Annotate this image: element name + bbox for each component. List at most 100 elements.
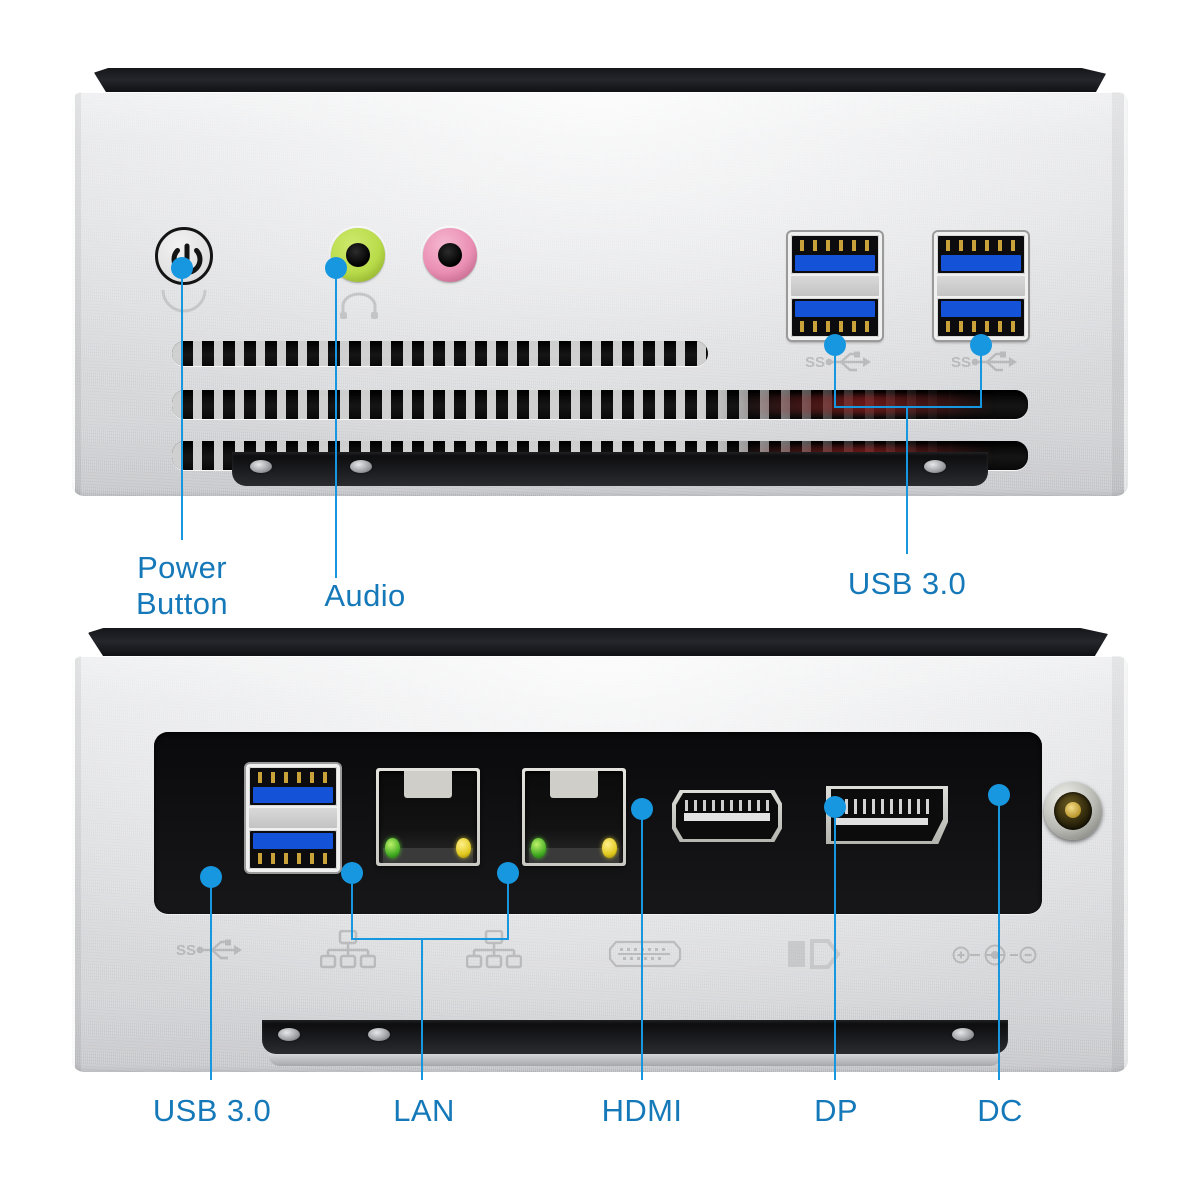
- callout-stem-usb3-front: [906, 406, 908, 554]
- base-screw: [350, 460, 372, 473]
- callout-dot-usb3-rear[interactable]: [200, 866, 222, 888]
- callout-label-power-button: Power Button: [135, 550, 229, 621]
- callout-label-audio: Audio: [324, 578, 406, 613]
- usb-tongue: [941, 255, 1021, 271]
- callout-line-audio: [335, 275, 337, 578]
- callout-dot-audio[interactable]: [325, 257, 347, 279]
- lan-icon: [466, 930, 522, 970]
- dc-polarity-icon: [952, 944, 1038, 966]
- front-vent-row-1: [172, 341, 708, 366]
- rear-face-panel: SS: [72, 656, 1128, 1072]
- callout-dot-usb3-front-2[interactable]: [970, 334, 992, 356]
- callout-dot-hdmi[interactable]: [631, 798, 653, 820]
- rear-base-lip: [268, 1054, 1002, 1066]
- lan-lower-lip: [382, 848, 474, 863]
- front-unit: SS SS: [72, 68, 1128, 500]
- usb-slot-upper: [937, 235, 1025, 274]
- usb-superspeed-icon: SS: [951, 350, 1025, 374]
- usb-tongue: [795, 255, 875, 271]
- usb-tongue: [795, 301, 875, 317]
- callout-dot-lan-2[interactable]: [497, 862, 519, 884]
- rear-top-lid: [88, 628, 1108, 658]
- callout-stem-lan: [421, 938, 423, 1080]
- callout-dot-dc[interactable]: [988, 784, 1010, 806]
- usb-divider: [937, 275, 1025, 297]
- callout-dot-power-button[interactable]: [171, 257, 193, 279]
- hdmi-port[interactable]: [672, 790, 782, 842]
- callout-line-lan-2: [507, 880, 509, 940]
- usb-pins: [945, 320, 1017, 332]
- base-screw: [368, 1028, 390, 1041]
- rear-io-panel: [154, 732, 1102, 914]
- usb3-port-front-1[interactable]: [788, 232, 882, 340]
- usb-slot-upper: [249, 767, 337, 806]
- callout-line-usb3-rear: [210, 884, 212, 1080]
- lan-cavity: [379, 771, 477, 863]
- microphone-jack[interactable]: [423, 228, 477, 282]
- lan-port-2[interactable]: [522, 768, 626, 866]
- callout-line-dc: [998, 802, 1000, 1080]
- svg-text:SS: SS: [951, 354, 971, 371]
- front-face-panel: SS SS: [72, 92, 1128, 496]
- usb-slot-upper: [791, 235, 879, 274]
- rear-unit: SS: [72, 628, 1128, 1076]
- usb-slot-lower: [791, 298, 879, 337]
- usb-slot-lower: [937, 298, 1025, 337]
- lan-led-green: [530, 838, 546, 859]
- usb-superspeed-icon: SS: [805, 350, 879, 374]
- callout-line-dp: [834, 814, 836, 1080]
- hdmi-tongue: [684, 812, 770, 821]
- hdmi-icon: [608, 940, 682, 968]
- base-screw: [924, 460, 946, 473]
- rear-base-bar: [262, 1020, 1008, 1054]
- callout-dot-dp[interactable]: [824, 796, 846, 818]
- lan-lower-lip: [528, 848, 620, 863]
- front-top-lid: [94, 68, 1106, 94]
- callout-dot-lan-1[interactable]: [341, 862, 363, 884]
- usb-superspeed-icon: SS: [176, 938, 250, 962]
- callout-label-lan: LAN: [393, 1093, 455, 1128]
- usb-tongue: [253, 833, 333, 849]
- usb-pins: [257, 772, 329, 784]
- usb-divider: [791, 275, 879, 297]
- callout-label-hdmi: HDMI: [601, 1093, 683, 1128]
- usb3-port-front-2[interactable]: [934, 232, 1028, 340]
- lan-port-1[interactable]: [376, 768, 480, 866]
- callout-dot-usb3-front-1[interactable]: [824, 334, 846, 356]
- front-vent-row-2: [172, 390, 1028, 419]
- callout-label-dc: DC: [977, 1093, 1023, 1128]
- svg-text:SS: SS: [805, 354, 825, 371]
- callout-line-usb3-front-left: [834, 352, 836, 408]
- base-screw: [250, 460, 272, 473]
- callout-label-dp: DP: [814, 1093, 858, 1128]
- usb-pins: [799, 240, 871, 252]
- headphone-jack-hole: [345, 242, 371, 268]
- dp-cavity: [831, 789, 943, 841]
- callout-line-hdmi: [641, 816, 643, 1080]
- vent-interior-glow: [736, 395, 994, 414]
- lan-led-yellow: [602, 838, 618, 859]
- lan-led-green: [384, 838, 400, 859]
- callout-bracket-lan: [351, 938, 509, 940]
- callout-bracket-usb3-front: [834, 406, 982, 408]
- front-base-bar: [232, 452, 988, 486]
- svg-text:SS: SS: [176, 942, 196, 959]
- lan-latch-slot: [404, 771, 452, 798]
- usb-pins: [945, 240, 1017, 252]
- lan-led-yellow: [456, 838, 472, 859]
- usb-divider: [249, 807, 337, 829]
- displayport-port[interactable]: [826, 786, 948, 844]
- dc-power-jack[interactable]: [1044, 782, 1102, 840]
- lan-icon: [320, 930, 376, 970]
- usb3-port-rear[interactable]: [246, 764, 340, 872]
- usb-tongue: [941, 301, 1021, 317]
- vent-slats: [172, 341, 708, 366]
- usb-pins: [799, 320, 871, 332]
- callout-label-usb3-rear: USB 3.0: [152, 1093, 272, 1128]
- dp-tongue: [835, 817, 929, 826]
- dp-pins: [835, 798, 931, 814]
- base-screw: [278, 1028, 300, 1041]
- usb-slot-lower: [249, 830, 337, 869]
- headphone-jack[interactable]: [331, 228, 385, 282]
